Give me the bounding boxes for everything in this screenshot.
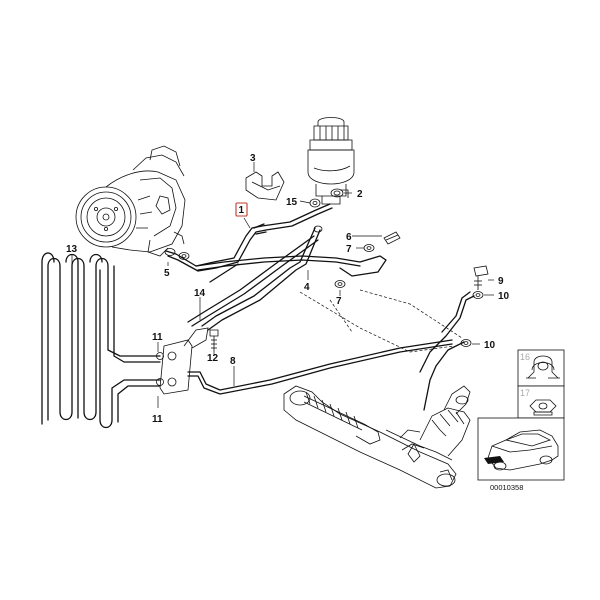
label-leaders <box>71 162 494 408</box>
label-8[interactable]: 8 <box>230 356 236 367</box>
washer-5 <box>164 248 190 260</box>
drawing-code: 00010358 <box>490 483 523 492</box>
fitting-15 <box>309 198 321 208</box>
label-1[interactable]: 1 <box>239 205 245 216</box>
label-15[interactable]: 15 <box>286 197 298 208</box>
inset-panel-16: 16 <box>517 349 565 387</box>
fitting-2 <box>330 188 344 198</box>
clamp-3 <box>245 171 285 201</box>
highlight-box-1 <box>235 202 248 217</box>
bolt-12 <box>209 329 219 352</box>
washer-10a <box>472 291 484 299</box>
label-11a[interactable]: 11 <box>152 332 163 343</box>
label-9[interactable]: 9 <box>498 276 504 287</box>
label-5[interactable]: 5 <box>164 268 170 279</box>
feed-line-10 <box>419 291 475 411</box>
label-10a[interactable]: 10 <box>498 291 510 302</box>
washer-7b <box>334 280 346 288</box>
label-7a[interactable]: 7 <box>346 244 352 255</box>
label-6[interactable]: 6 <box>346 232 352 243</box>
dashed-leaders <box>299 289 463 353</box>
label-13[interactable]: 13 <box>66 244 78 255</box>
power-steering-pump <box>75 145 186 257</box>
cooler-coil-13 <box>41 252 161 429</box>
bolt-6 <box>383 231 401 245</box>
bolt-9 <box>473 265 489 290</box>
label-2[interactable]: 2 <box>357 189 363 200</box>
pressure-hose-assembly <box>165 203 333 283</box>
label-12[interactable]: 12 <box>207 353 219 364</box>
label-16[interactable]: 16 <box>520 352 530 362</box>
inset-panel-17: 17 <box>517 385 565 419</box>
label-4[interactable]: 4 <box>304 282 310 293</box>
label-7b[interactable]: 7 <box>336 296 342 307</box>
branch-line-7 <box>195 255 387 277</box>
label-3[interactable]: 3 <box>250 153 256 164</box>
label-14[interactable]: 14 <box>194 288 206 299</box>
clamp-bracket <box>156 327 453 395</box>
fluid-reservoir <box>307 117 355 205</box>
return-line-4 <box>201 225 323 331</box>
inset-panel-car: 00010358 <box>477 417 565 492</box>
label-10b[interactable]: 10 <box>484 340 496 351</box>
steering-gear <box>283 385 471 489</box>
label-11b[interactable]: 11 <box>152 414 163 425</box>
label-17[interactable]: 17 <box>520 388 530 398</box>
line-14 <box>187 235 319 327</box>
washer-7a <box>363 244 375 252</box>
washer-10b <box>460 339 472 347</box>
